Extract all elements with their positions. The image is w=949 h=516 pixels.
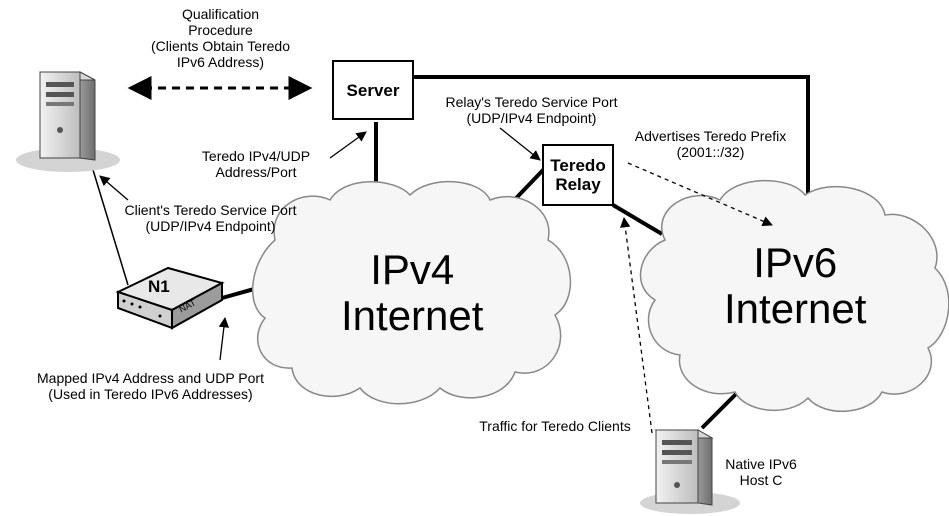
client-port-label: Client's Teredo Service Port (UDP/IPv4 E… xyxy=(98,202,323,234)
traffic-label: Traffic for Teredo Clients xyxy=(479,418,631,434)
host-c-computer-icon xyxy=(640,429,740,514)
advertises-arrow xyxy=(627,162,773,227)
ipv6-cloud-label: IPv6 Internet xyxy=(724,240,866,332)
ipv6-cloud-line2: Internet xyxy=(724,285,867,332)
qualification-line1: Qualification xyxy=(181,6,260,22)
server-addr-label: Teredo IPv4/UDP Address/Port xyxy=(186,148,326,180)
client-port-arrow xyxy=(99,175,129,201)
server-to-ipv6-line xyxy=(412,75,810,205)
qualification-label: Qualification Procedure (Clients Obtain … xyxy=(128,6,313,70)
advertises-label: Advertises Teredo Prefix (2001::/32) xyxy=(608,128,813,160)
server-node: Server xyxy=(332,60,414,120)
nat-device-icon xyxy=(115,266,225,330)
server-addr-line1: Teredo IPv4/UDP xyxy=(201,148,311,164)
annotation-arrows xyxy=(99,127,773,434)
relay-port-line1: Relay's Teredo Service Port xyxy=(445,94,618,110)
mapped-line2: (Used in Teredo IPv6 Addresses) xyxy=(48,386,253,402)
qualification-line4: IPv6 Address) xyxy=(176,54,265,70)
host-c-line2: Host C xyxy=(739,472,783,488)
relay-port-line2: (UDP/IPv4 Endpoint) xyxy=(466,110,597,126)
relay-label-line1: Teredo xyxy=(550,156,606,175)
server-addr-arrow xyxy=(329,131,367,159)
relay-to-ipv6-line xyxy=(611,203,664,236)
client-port-line1: Client's Teredo Service Port xyxy=(124,202,297,218)
traffic-arrow xyxy=(620,216,653,434)
mapped-line1: Mapped IPv4 Address and UDP Port xyxy=(37,370,264,386)
advertises-line2: (2001::/32) xyxy=(676,144,745,160)
relay-node: Teredo Relay xyxy=(542,144,614,206)
relay-port-label: Relay's Teredo Service Port (UDP/IPv4 En… xyxy=(424,94,639,126)
server-label: Server xyxy=(346,80,400,100)
ipv4-cloud-icon xyxy=(252,180,572,405)
ipv4-cloud-line2: Internet xyxy=(341,292,484,339)
server-addr-line2: Address/Port xyxy=(215,164,297,180)
client-computer-icon xyxy=(16,71,120,172)
mapped-label: Mapped IPv4 Address and UDP Port (Used i… xyxy=(8,370,293,402)
relay-label-line2: Relay xyxy=(555,175,601,194)
nat-name-label: N1 xyxy=(148,277,170,296)
host-c-line1: Native IPv6 xyxy=(725,456,797,472)
qualification-line3: (Clients Obtain Teredo xyxy=(150,38,291,54)
ipv4-cloud-line1: IPv4 xyxy=(370,246,455,293)
ipv6-cloud-icon xyxy=(639,179,949,412)
host-c-label: Native IPv6 Host C xyxy=(716,456,806,488)
client-port-line2: (UDP/IPv4 Endpoint) xyxy=(145,218,276,234)
qualification-line2: Procedure xyxy=(188,22,253,38)
client-to-nat-line xyxy=(89,159,129,286)
advertises-line1: Advertises Teredo Prefix xyxy=(634,128,787,144)
ipv4-cloud-label: IPv4 Internet xyxy=(341,247,483,339)
ipv6-cloud-line1: IPv6 xyxy=(753,239,838,286)
relay-port-arrow xyxy=(499,127,541,161)
mapped-arrow xyxy=(218,316,230,361)
ipv6-to-host-line xyxy=(700,386,744,430)
